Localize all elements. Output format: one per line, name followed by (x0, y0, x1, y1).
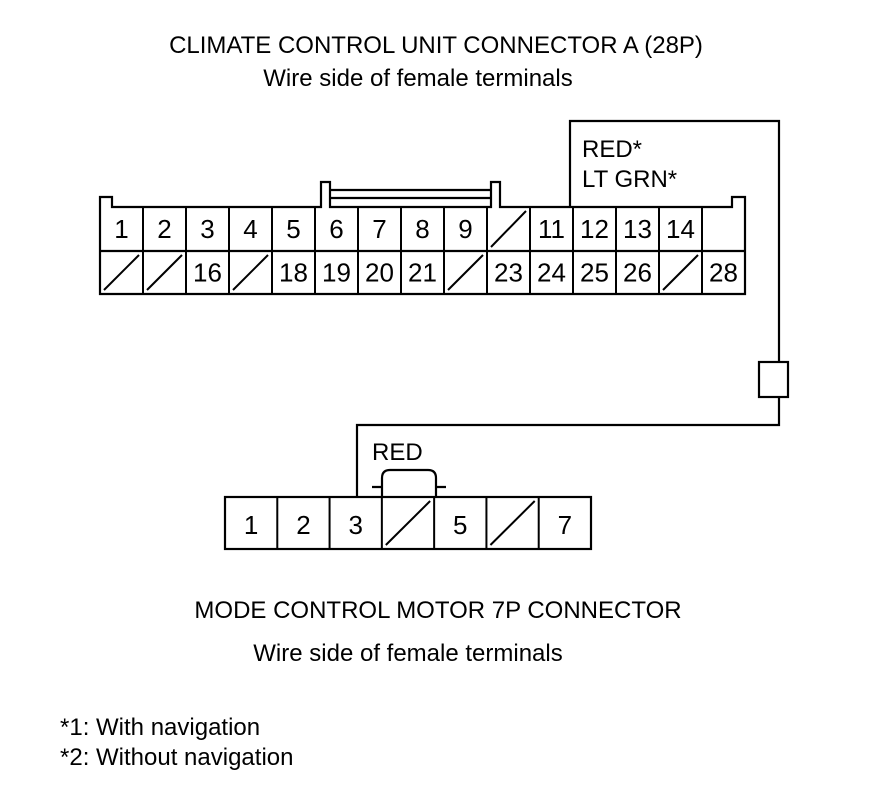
pin-11: 11 (538, 214, 565, 244)
pin-2: 2 (157, 214, 171, 244)
bottom-connector-outline (223, 495, 593, 551)
wire-label-red: RED* (582, 136, 642, 163)
pin-28: 28 (709, 258, 738, 288)
bottom-connector-subtitle: Wire side of female terminals (253, 640, 562, 667)
pin-9: 9 (458, 214, 472, 244)
empty-cavity (385, 500, 431, 546)
pin-26: 26 (623, 258, 652, 288)
bottom-connector: RED 1 2 3 5 7 (223, 439, 593, 551)
top-connector-latch (330, 188, 491, 200)
empty-cavity (489, 500, 536, 546)
bottom-connector-latch (372, 468, 446, 497)
top-connector-title: CLIMATE CONTROL UNIT CONNECTOR A (28P) (169, 32, 703, 59)
pin-16: 16 (193, 258, 222, 288)
pin-8: 8 (415, 214, 429, 244)
note-without-navigation: *2: Without navigation (60, 744, 293, 771)
top-connector-outline (98, 180, 747, 296)
pin-6: 6 (329, 214, 343, 244)
top-connector-subtitle: Wire side of female terminals (263, 65, 572, 92)
bottom-pin-7: 7 (558, 510, 572, 540)
pin-4: 4 (243, 214, 257, 244)
bottom-pin-2: 2 (296, 510, 310, 540)
empty-cavity (103, 254, 140, 291)
pin-5: 5 (286, 214, 300, 244)
pin-14: 14 (666, 214, 695, 244)
pin-25: 25 (580, 258, 609, 288)
pin-23: 23 (494, 258, 523, 288)
pin-1: 1 (114, 214, 128, 244)
pin-7: 7 (372, 214, 386, 244)
pin-24: 24 (537, 258, 566, 288)
note-with-navigation: *1: With navigation (60, 714, 260, 741)
bottom-pin-3: 3 (348, 510, 362, 540)
empty-cavity (447, 254, 484, 291)
wire-label-lt-grn: LT GRN* (582, 166, 677, 193)
bottom-pin-1: 1 (244, 510, 258, 540)
bottom-connector-title: MODE CONTROL MOTOR 7P CONNECTOR (194, 597, 681, 624)
empty-cavity (490, 210, 527, 248)
empty-cavity (232, 254, 269, 291)
empty-cavity (662, 254, 699, 291)
pin-18: 18 (279, 258, 308, 288)
pin-21: 21 (408, 258, 437, 288)
pin-13: 13 (623, 214, 652, 244)
pin-3: 3 (200, 214, 214, 244)
pin-12: 12 (580, 214, 609, 244)
wire-red-lower (355, 397, 781, 497)
junction-connector (757, 360, 790, 399)
pin-20: 20 (365, 258, 394, 288)
empty-cavity (146, 254, 183, 291)
wire-red (568, 119, 781, 362)
bottom-pin-5: 5 (453, 510, 467, 540)
wire-label-bottom-red: RED (372, 439, 423, 466)
pin-19: 19 (322, 258, 351, 288)
